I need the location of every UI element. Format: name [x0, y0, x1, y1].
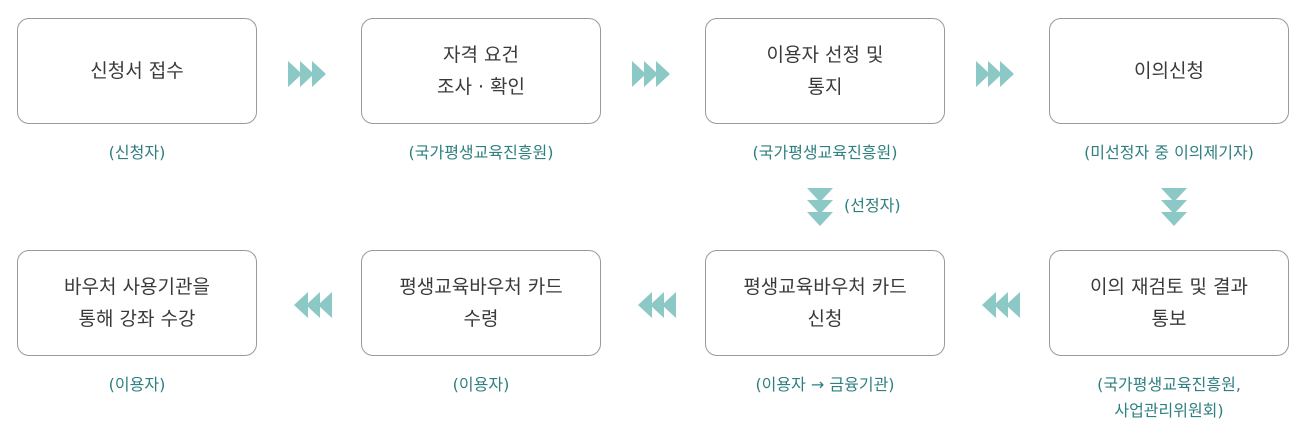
step-eligibility-check: 자격 요건 조사 · 확인 — [361, 18, 601, 124]
step-label: 자격 요건 — [443, 44, 519, 66]
step-objection: 이의신청 — [1049, 18, 1289, 124]
step-selection-notice: 이용자 선정 및 통지 — [705, 18, 945, 124]
step-label: 평생교육바우처 카드 — [399, 276, 563, 298]
step-actor-line: (국가평생교육진흥원, — [1097, 375, 1241, 394]
step-label: 조사 · 확인 — [436, 76, 526, 98]
step-label: 신청서 접수 — [90, 60, 184, 82]
left-arrow-icon — [288, 291, 332, 319]
step-actor: (이용자 → 금융기관) — [755, 375, 895, 394]
step-card-receipt: 평생교육바우처 카드 수령 — [361, 250, 601, 356]
step-objection-review: 이의 재검토 및 결과 통보 — [1049, 250, 1289, 356]
left-arrow-icon — [632, 291, 676, 319]
step-actor: (이용자) — [452, 375, 510, 394]
step-label: 이용자 선정 및 — [766, 44, 884, 66]
step-label: 평생교육바우처 카드 — [743, 276, 907, 298]
step-label: 이의신청 — [1134, 60, 1204, 82]
step-actor: (미선정자 중 이의제기자) — [1084, 143, 1254, 162]
step-voucher-course: 바우처 사용기관을 통해 강좌 수강 — [17, 250, 257, 356]
step-application-receipt: 신청서 접수 — [17, 18, 257, 124]
step-actor: (이용자) — [108, 375, 166, 394]
down-arrow-icon — [806, 188, 834, 232]
right-arrow-icon — [632, 60, 676, 88]
step-label: 통해 강좌 수강 — [78, 308, 196, 330]
down-arrow-icon — [1160, 188, 1188, 232]
left-arrow-icon — [976, 291, 1020, 319]
step-actor: (신청자) — [108, 143, 166, 162]
step-actor: (국가평생교육진흥원) — [752, 143, 898, 162]
step-label: 수령 — [463, 308, 499, 330]
step-label: 이의 재검토 및 결과 — [1090, 276, 1248, 298]
step-label: 바우처 사용기관을 — [64, 276, 210, 298]
right-arrow-icon — [288, 60, 332, 88]
step-label: 통지 — [807, 76, 843, 98]
step-actor: (국가평생교육진흥원, 사업관리위원회) — [1019, 372, 1304, 424]
selected-label: (선정자) — [844, 196, 901, 215]
step-label: 신청 — [807, 308, 843, 330]
step-label: 통보 — [1151, 308, 1187, 330]
step-actor-line: 사업관리위원회) — [1114, 401, 1224, 420]
step-actor: (국가평생교육진흥원) — [408, 143, 554, 162]
step-card-application: 평생교육바우처 카드 신청 — [705, 250, 945, 356]
right-arrow-icon — [976, 60, 1020, 88]
